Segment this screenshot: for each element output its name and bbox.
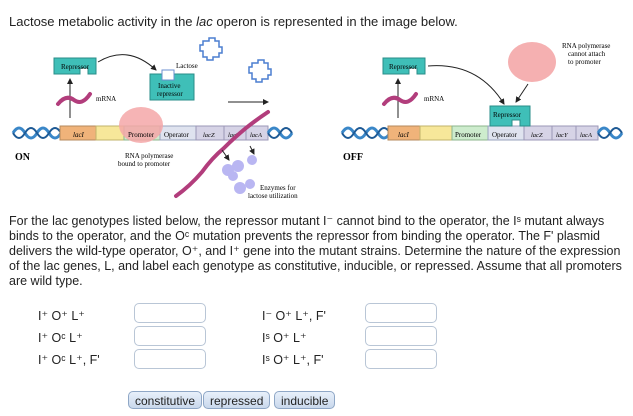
label-repressor-right: Repressor xyxy=(389,63,418,71)
mrna-right xyxy=(382,92,418,106)
label-lacA-right: lacA xyxy=(580,132,592,139)
answer-drop-left-2[interactable] xyxy=(134,326,206,346)
label-mrna-left: mRNA xyxy=(96,95,116,103)
state-on-label: ON xyxy=(15,152,31,163)
rna-polymerase-left xyxy=(119,107,163,143)
spacer-segment-right xyxy=(419,125,453,141)
label-lacZ-left: lacZ xyxy=(203,132,215,139)
state-off-label: OFF xyxy=(343,152,363,163)
mrna-polycistronic xyxy=(174,110,270,198)
label-rnap-bound-1: RNA polymerase xyxy=(125,152,173,160)
label-mrna-right: mRNA xyxy=(424,95,444,103)
answer-drop-right-2[interactable] xyxy=(365,326,437,346)
intro-text: Lactose metabolic activity in the lac op… xyxy=(9,14,458,29)
label-enzymes-2: lactose utilization xyxy=(248,192,298,200)
label-inactive-1: Inactive xyxy=(158,82,181,90)
answer-drop-right-3[interactable] xyxy=(365,349,437,369)
label-repressor-left: Repressor xyxy=(61,63,90,71)
genotype-left-3: I⁺ Oᶜ L⁺, F' xyxy=(38,353,100,367)
inactive-repressor xyxy=(149,73,195,101)
label-lacI-right: lacI xyxy=(398,131,410,139)
label-lacZ-right: lacZ xyxy=(531,132,543,139)
label-rnap-cannot-1: RNA polymerase xyxy=(562,42,610,50)
genotype-right-1: I⁻ O⁺ L⁺, F' xyxy=(262,309,326,323)
label-lacI-left: lacI xyxy=(73,131,85,139)
label-promoter-left: Promoter xyxy=(128,131,155,139)
label-lacY-right: lacY xyxy=(556,132,569,139)
lactose-molecule-1 xyxy=(199,37,223,61)
label-repressor-bound: Repressor xyxy=(493,111,522,119)
label-rnap-cannot-2: cannot attach xyxy=(568,50,606,58)
option-constitutive[interactable]: constitutive xyxy=(128,391,203,409)
question-paragraph: For the lac genotypes listed below, the … xyxy=(9,214,622,288)
repressor-left xyxy=(53,57,97,75)
label-lactose: Lactose xyxy=(176,62,198,70)
genotype-right-2: Iˢ O⁺ L⁺ xyxy=(262,331,307,345)
answer-drop-left-3[interactable] xyxy=(134,349,206,369)
repressor-bound xyxy=(489,105,531,127)
option-repressed[interactable]: repressed xyxy=(203,391,271,409)
label-rnap-bound-2: bound to promoter xyxy=(118,160,171,168)
label-lacA-left: lacA xyxy=(250,132,262,139)
label-promoter-right: Promoter xyxy=(455,131,482,139)
rna-polymerase-right xyxy=(508,42,556,82)
answer-drop-right-1[interactable] xyxy=(365,303,437,323)
genotype-left-2: I⁺ Oᶜ L⁺ xyxy=(38,331,83,345)
intro-lac: lac xyxy=(196,14,213,29)
genotype-right-3: Iˢ O⁺ L⁺, F' xyxy=(262,353,324,367)
mrna-left xyxy=(56,92,92,106)
label-rnap-cannot-3: to promoter xyxy=(568,58,602,66)
option-inducible[interactable]: inducible xyxy=(274,391,336,409)
answer-drop-left-1[interactable] xyxy=(134,303,206,323)
intro-pre: Lactose metabolic activity in the xyxy=(9,14,197,29)
repressor-right xyxy=(382,57,426,75)
lac-operon-diagram: lacI Promoter Operator lacZ lacY lacA Re… xyxy=(11,37,624,200)
enzymes-cluster xyxy=(222,155,257,194)
label-inactive-2: repressor xyxy=(157,90,183,98)
genotype-left-1: I⁺ O⁺ L⁺ xyxy=(38,309,85,323)
lactose-molecule-2 xyxy=(248,59,272,83)
label-operator-left: Operator xyxy=(164,131,190,139)
intro-post: operon is represented in the image below… xyxy=(212,14,458,29)
label-enzymes-1: Enzymes for xyxy=(260,184,296,192)
label-operator-right: Operator xyxy=(492,131,518,139)
